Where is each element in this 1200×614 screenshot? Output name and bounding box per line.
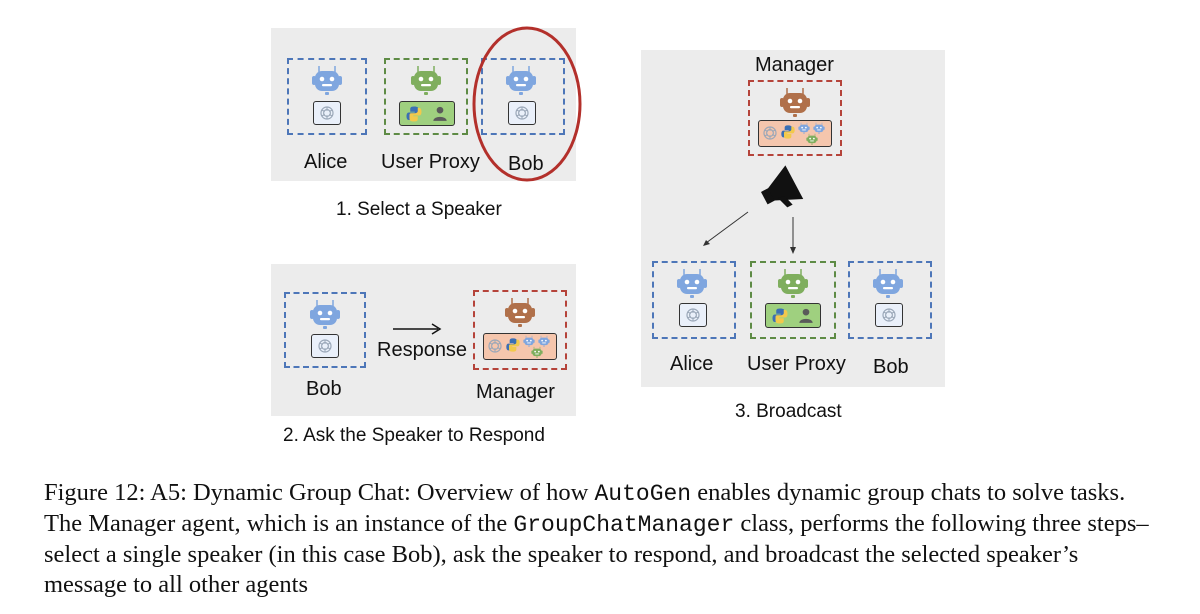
tools-chip-box bbox=[399, 101, 455, 126]
manager-chip-box bbox=[758, 120, 832, 147]
agent-name-user-proxy: User Proxy bbox=[747, 353, 846, 375]
agent-name-alice: Alice bbox=[670, 353, 714, 375]
caption-suffix: class, performs the following three step… bbox=[44, 510, 1149, 598]
robot-icon bbox=[408, 64, 444, 96]
robot-icon bbox=[777, 86, 813, 118]
selected-speaker-highlight bbox=[472, 26, 582, 182]
robot-icon bbox=[775, 267, 811, 299]
agent-name-user-proxy: User Proxy bbox=[381, 151, 480, 173]
robot-icon bbox=[805, 133, 819, 145]
bob-agent-box bbox=[284, 292, 366, 368]
openai-icon bbox=[879, 306, 899, 324]
person-icon bbox=[432, 105, 448, 122]
llm-chip-box bbox=[313, 101, 341, 125]
llm-chip-box bbox=[679, 303, 707, 327]
caption-prefix: Figure 12: A5: Dynamic Group Chat: Overv… bbox=[44, 479, 595, 506]
robot-icon bbox=[307, 298, 343, 330]
broadcast-arrows bbox=[703, 211, 796, 254]
agent-name-bob: Bob bbox=[508, 153, 544, 175]
user-proxy-agent-box bbox=[384, 58, 468, 135]
robot-icon bbox=[502, 296, 538, 328]
figure-caption: Figure 12: A5: Dynamic Group Chat: Overv… bbox=[44, 478, 1164, 600]
user-proxy-agent-box bbox=[750, 261, 836, 339]
robot-icon bbox=[530, 346, 544, 358]
agent-name-manager: Manager bbox=[476, 381, 555, 403]
manager-label: Manager bbox=[755, 54, 834, 76]
step-label-ask-speaker: 2. Ask the Speaker to Respond bbox=[283, 425, 545, 446]
step-label-select-speaker: 1. Select a Speaker bbox=[336, 199, 502, 220]
openai-icon bbox=[315, 337, 335, 355]
openai-icon bbox=[317, 104, 337, 122]
llm-chip-box bbox=[508, 101, 536, 125]
robot-icon bbox=[309, 64, 345, 96]
alice-agent-box bbox=[287, 58, 367, 135]
person-icon bbox=[798, 307, 814, 324]
caption-autogen: AutoGen bbox=[594, 481, 692, 507]
caption-middle: enables dynamic group chats to solve tas… bbox=[44, 479, 1126, 537]
llm-chip-box bbox=[875, 303, 903, 327]
response-arrow bbox=[393, 323, 442, 335]
openai-icon bbox=[683, 306, 703, 324]
step-label-broadcast: 3. Broadcast bbox=[735, 401, 842, 422]
response-label: Response bbox=[377, 339, 468, 361]
robot-icon bbox=[674, 267, 710, 299]
robot-icon bbox=[870, 267, 906, 299]
python-icon bbox=[405, 105, 423, 123]
manager-agent-box bbox=[473, 290, 567, 370]
python-icon bbox=[505, 337, 521, 353]
megaphone-icon bbox=[760, 165, 804, 208]
bob-agent-box bbox=[848, 261, 932, 339]
agent-name-alice: Alice bbox=[304, 151, 348, 173]
manager-chip-box bbox=[483, 333, 557, 360]
alice-agent-box bbox=[652, 261, 736, 339]
bob-agent-box bbox=[481, 58, 565, 135]
agent-name-bob: Bob bbox=[873, 356, 909, 378]
python-icon bbox=[771, 307, 789, 325]
llm-chip-box bbox=[311, 334, 339, 358]
python-icon bbox=[780, 124, 796, 140]
caption-classname: GroupChatManager bbox=[513, 512, 735, 538]
manager-agent-box bbox=[748, 80, 842, 156]
openai-icon bbox=[486, 337, 504, 355]
openai-icon bbox=[761, 124, 779, 142]
agent-name-bob: Bob bbox=[306, 378, 342, 400]
